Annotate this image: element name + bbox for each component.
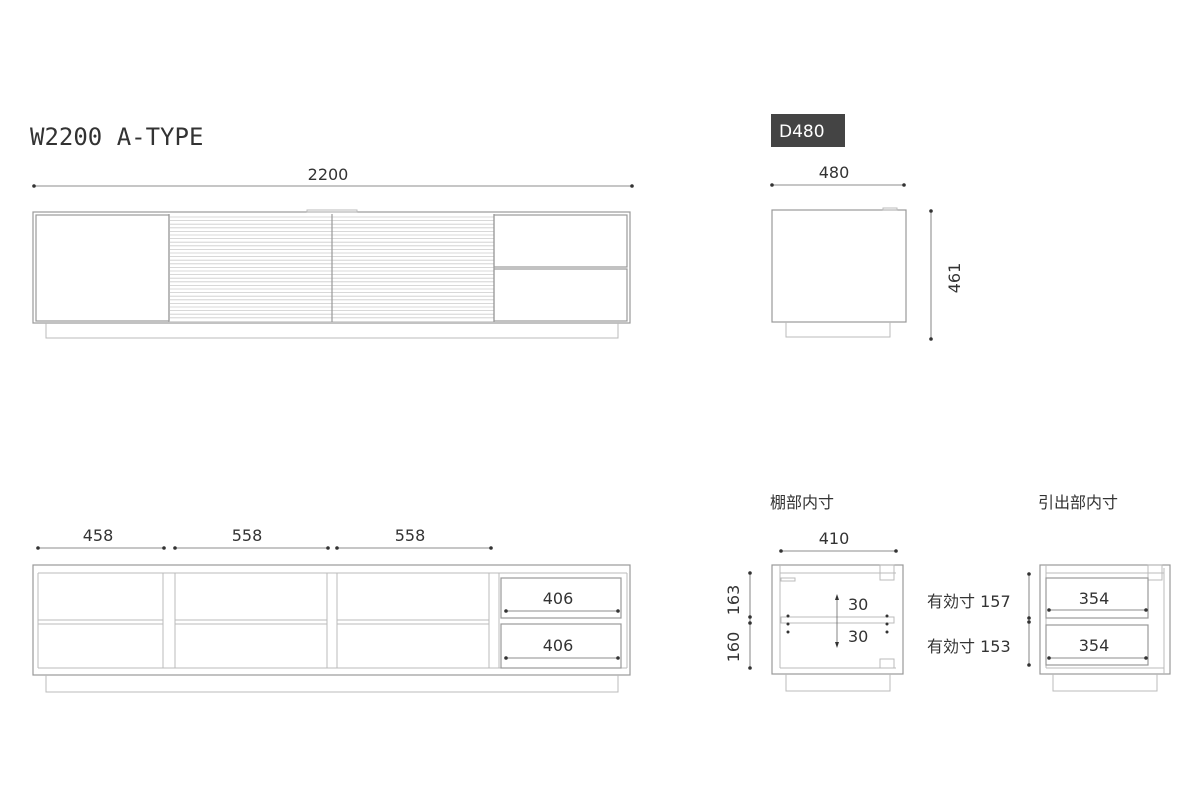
height-label: 461 — [945, 263, 964, 294]
drawer-section-title: 引出部内寸 — [1038, 493, 1118, 512]
overall-width-label: 2200 — [308, 165, 349, 184]
effective-height-upper: 有効寸 157 — [927, 592, 1011, 611]
depth-badge-label: D480 — [779, 122, 825, 142]
adjust-up-label: 30 — [848, 595, 868, 614]
model-title: W2200 A-TYPE — [30, 123, 203, 151]
shelf-section-title: 棚部内寸 — [770, 493, 834, 512]
drawer-inner-width-label: 354 — [1079, 636, 1110, 655]
drawer-inner-width-label: 354 — [1079, 589, 1110, 608]
drawer-section: 引出部内寸 354 354 有効寸 157 有効寸 153 — [927, 493, 1171, 692]
depth-badge — [771, 114, 845, 147]
inner-front-view: 458 558 558 406 406 — [32, 526, 631, 693]
lower-drawer — [493, 268, 628, 322]
front-view: 2200 — [32, 165, 634, 339]
left-door — [35, 214, 170, 322]
lower-height-label: 160 — [724, 632, 743, 663]
bay-width-label: 458 — [83, 526, 114, 545]
bay-width-label: 558 — [395, 526, 426, 545]
upper-drawer — [493, 214, 628, 268]
shelf-section: 棚部内寸 410 30 30 163 160 — [724, 493, 904, 692]
bay-width-label: 558 — [232, 526, 263, 545]
upper-height-label: 163 — [724, 585, 743, 616]
drawer-width-label: 406 — [543, 589, 574, 608]
effective-height-lower: 有効寸 153 — [927, 637, 1011, 656]
side-view: 480 461 — [770, 163, 964, 341]
drawer-width-label: 406 — [543, 636, 574, 655]
adjust-down-label: 30 — [848, 627, 868, 646]
depth-label: 480 — [819, 163, 850, 182]
shelf-width-label: 410 — [819, 529, 850, 548]
